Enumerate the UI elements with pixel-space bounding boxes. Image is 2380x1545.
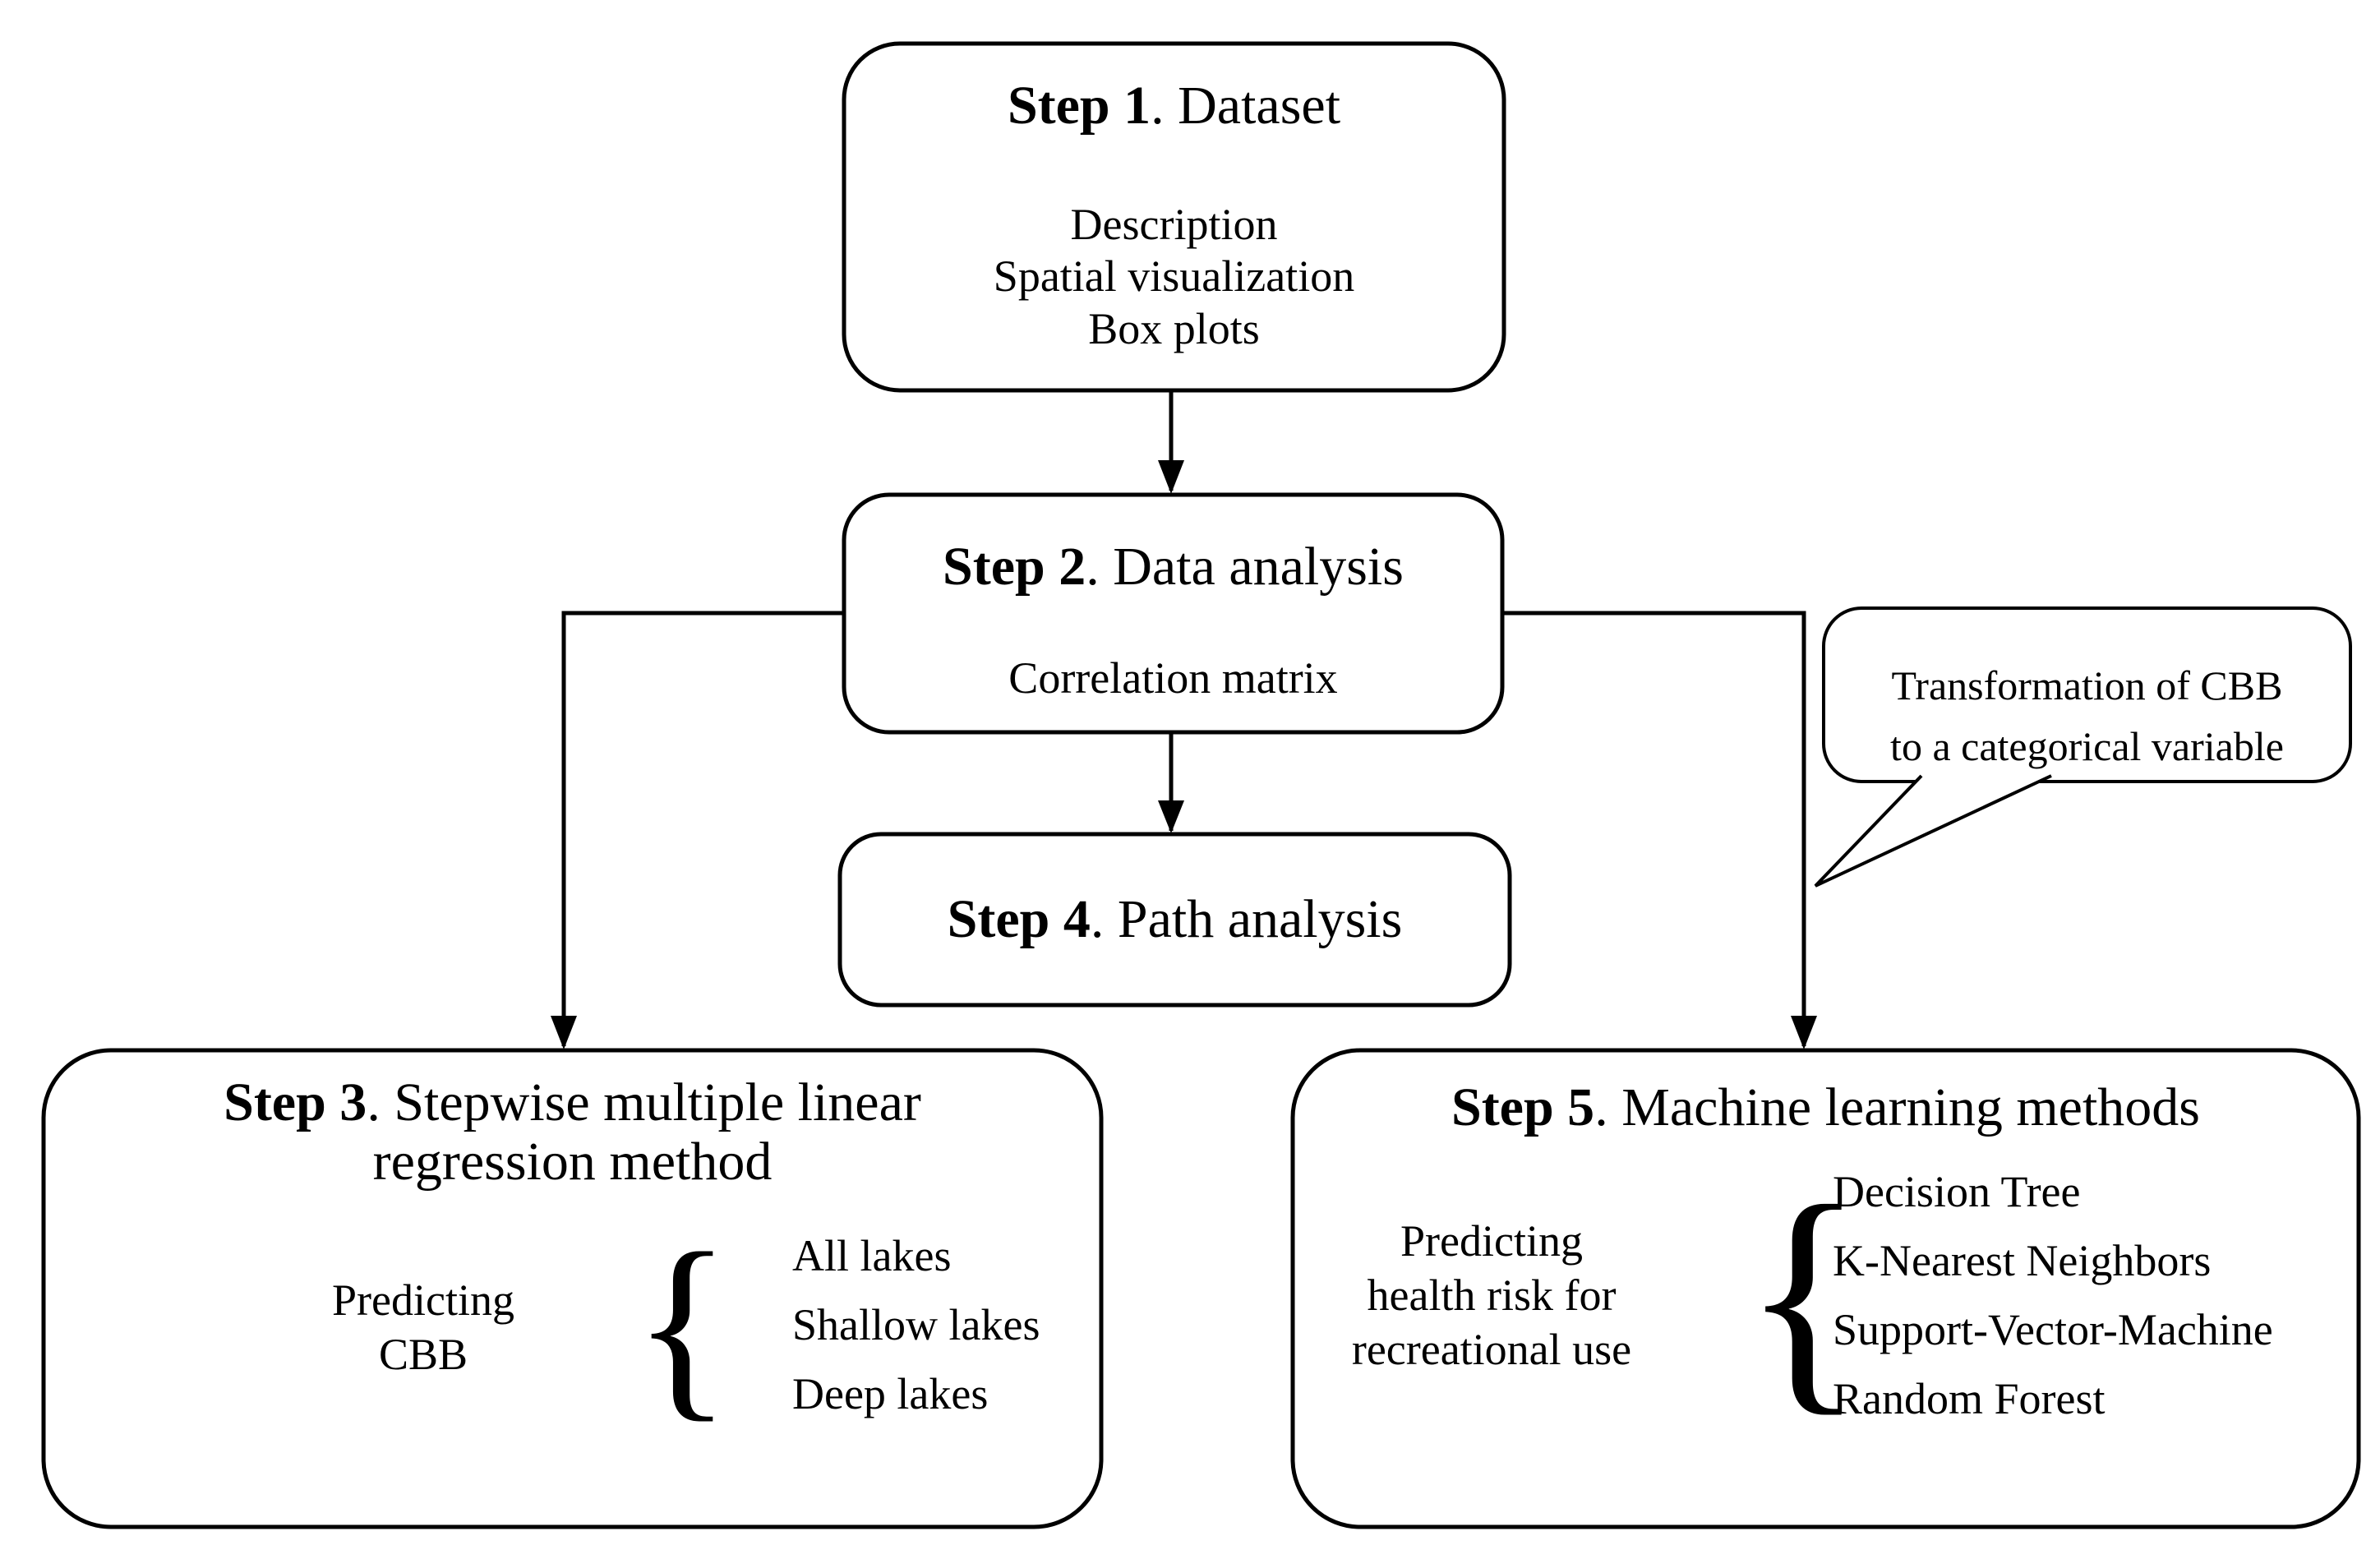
step3-brace: { xyxy=(633,1211,731,1439)
step1-title-rest: . Dataset xyxy=(1151,76,1341,136)
callout-bubble xyxy=(1822,606,2352,783)
connector-step2-step3 xyxy=(561,611,844,1046)
step1-title-bold: Step 1 xyxy=(1007,76,1151,136)
step3-box xyxy=(41,1048,1104,1529)
step2-subtitle: Correlation matrix xyxy=(1008,653,1338,703)
step4-title-bold: Step 4 xyxy=(947,889,1091,949)
step5-item: Decision Tree xyxy=(1833,1167,2081,1216)
step5-title: Step 5. Machine learning methods xyxy=(1293,1077,2359,1138)
arrowhead-step3 xyxy=(551,1016,577,1049)
step4-title-rest: . Path analysis xyxy=(1090,889,1403,949)
step2-box xyxy=(842,492,1505,735)
step1-item: Box plots xyxy=(1088,304,1260,353)
arrowhead-step5 xyxy=(1791,1016,1817,1049)
callout-text-line1: Transformation of CBB xyxy=(1891,662,2283,708)
step1-box xyxy=(842,41,1506,393)
step3-title-line2: regression method xyxy=(372,1132,773,1192)
step5-left-label-line2: health risk for xyxy=(1367,1271,1617,1320)
step4-box xyxy=(837,832,1512,1008)
step3-item: Shallow lakes xyxy=(792,1300,1040,1349)
step3-title-bold: Step 3 xyxy=(224,1072,367,1132)
step5-title-bold: Step 5 xyxy=(1451,1077,1595,1137)
step5-item: K-Nearest Neighbors xyxy=(1833,1236,2212,1285)
step2-title-rest: . Data analysis xyxy=(1086,537,1404,597)
arrowhead-step4 xyxy=(1158,800,1184,833)
step2-title-bold: Step 2 xyxy=(943,537,1086,597)
step3-left-label-line2: CBB xyxy=(378,1330,468,1379)
arrowhead-step2 xyxy=(1158,460,1184,494)
connector-step2-step5 xyxy=(1502,611,1806,1046)
step1-item: Description xyxy=(1070,200,1278,249)
step1-item: Spatial visualization xyxy=(993,251,1355,301)
step4-title: Step 4. Path analysis xyxy=(840,889,1510,950)
step3-title-rest: . Stepwise multiple linear xyxy=(367,1072,921,1132)
callout-tail xyxy=(1814,774,2052,888)
step3-item: All lakes xyxy=(792,1231,952,1280)
step2-title: Step 2. Data analysis xyxy=(844,537,1502,597)
step3-title-line1: Step 3. Stepwise multiple linear xyxy=(44,1072,1101,1133)
step5-left-label-line1: Predicting xyxy=(1400,1216,1583,1266)
step5-item: Support-Vector-Machine xyxy=(1833,1305,2273,1354)
step1-title: Step 1. Dataset xyxy=(844,76,1504,136)
step5-item: Random Forest xyxy=(1833,1374,2106,1423)
callout-text-line2: to a categorical variable xyxy=(1890,723,2284,769)
step5-brace: { xyxy=(1742,1155,1865,1437)
step5-box xyxy=(1290,1048,2361,1529)
step3-left-label-line1: Predicting xyxy=(332,1275,514,1325)
step5-title-rest: . Machine learning methods xyxy=(1594,1077,2200,1137)
step3-item: Deep lakes xyxy=(792,1369,989,1418)
step5-left-label-line3: recreational use xyxy=(1351,1325,1632,1374)
